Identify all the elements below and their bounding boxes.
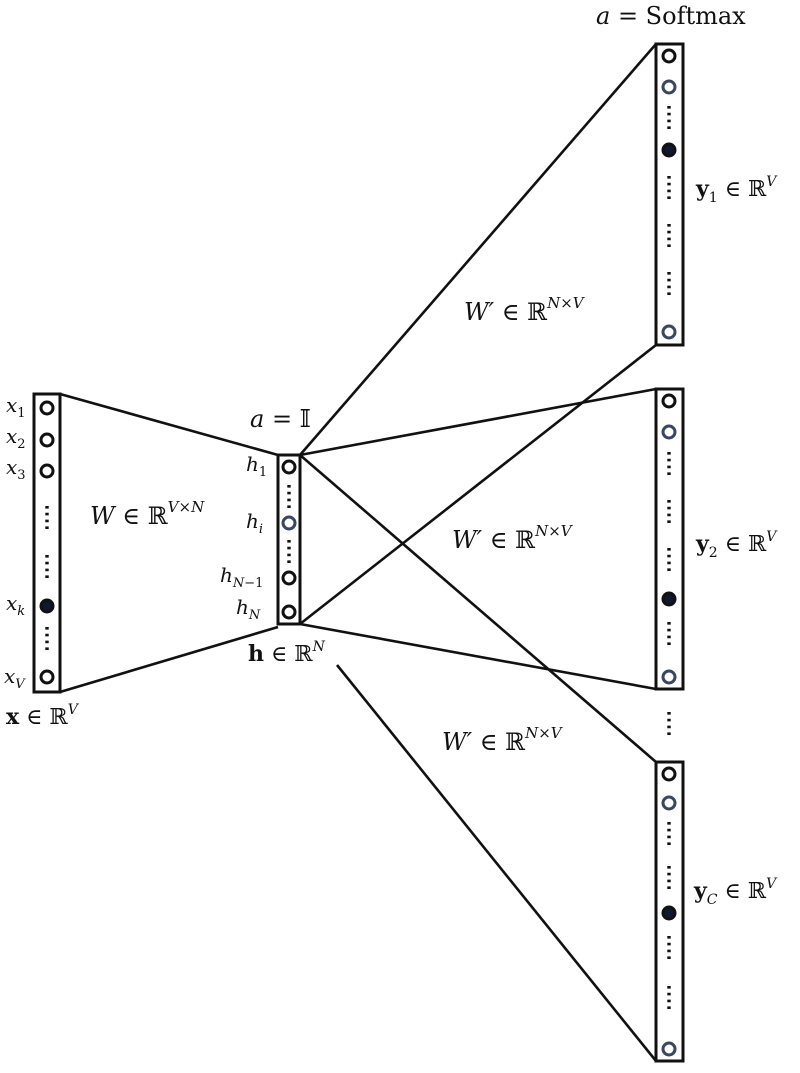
yc-node-active: [661, 905, 677, 921]
hidden-node-hn: [281, 604, 297, 620]
hidden-node-hn-1: [281, 570, 297, 586]
wire-input-top: [59, 392, 279, 457]
label-hidden-activation: a = 𝕀: [250, 405, 311, 433]
y1-node-active: [661, 142, 677, 158]
input-node-xk: [39, 598, 55, 614]
label-input-weight: W ∈ ℝV×N: [90, 498, 205, 530]
output-layer-yc: yC ∈ ℝV: [654, 760, 778, 1063]
input-node-x3: [39, 463, 55, 479]
input-node-x1: [39, 400, 55, 416]
label-weight-y1: W′ ∈ ℝN×V: [464, 294, 586, 326]
hidden-vector-box: [276, 453, 302, 626]
y1-node-1: [661, 48, 677, 64]
yc-node-last: [661, 1041, 677, 1057]
input-node-x2: [39, 432, 55, 448]
label-hn-1: hN−1: [220, 563, 263, 591]
label-hidden-vector: h ∈ ℝN: [248, 639, 326, 667]
label-x3: x3: [6, 455, 26, 483]
hidden-node-h1: [281, 459, 297, 475]
input-node-xv: [39, 669, 55, 685]
label-x1: x1: [6, 393, 26, 421]
label-input-vector: x ∈ ℝV: [6, 702, 80, 730]
output-layer-y1: y1 ∈ ℝV: [654, 42, 778, 347]
label-output-activation: a = Softmax: [596, 2, 746, 30]
wire-yc-bottom: [335, 664, 658, 1062]
label-xv: xV: [4, 664, 26, 692]
output-layer-y2: y2 ∈ ℝV: [654, 387, 778, 691]
wire-input-bottom: [59, 625, 279, 694]
y2-node-1: [661, 393, 677, 409]
y2-node-2: [661, 424, 677, 440]
wire-yc-top: [299, 454, 657, 763]
y1-node-2: [661, 79, 677, 95]
label-x2: x2: [6, 424, 26, 452]
label-output-y2: y2 ∈ ℝV: [695, 529, 778, 561]
label-hi: hi: [246, 509, 263, 537]
label-output-yc: yC ∈ ℝV: [693, 876, 778, 908]
label-xk: xk: [6, 591, 25, 619]
yc-node-1: [661, 766, 677, 782]
y1-node-last: [661, 324, 677, 340]
label-weight-yc: W′ ∈ ℝN×V: [442, 724, 564, 756]
label-weight-y2: W′ ∈ ℝN×V: [452, 522, 574, 554]
label-output-y1: y1 ∈ ℝV: [695, 174, 778, 206]
yc-node-2: [661, 795, 677, 811]
y2-node-last: [661, 669, 677, 685]
wire-y1-top: [299, 43, 657, 456]
wire-y2-top: [299, 387, 657, 457]
hidden-node-hi: [281, 515, 297, 531]
connections: [59, 43, 658, 1062]
wire-y1-bottom: [299, 343, 657, 626]
y2-node-active: [661, 591, 677, 607]
input-layer: x1 x2 x3 xk xV x ∈ ℝV: [4, 392, 80, 730]
wire-y2-bottom: [299, 622, 657, 691]
label-hn: hN: [236, 595, 261, 623]
label-h1: h1: [246, 452, 267, 480]
